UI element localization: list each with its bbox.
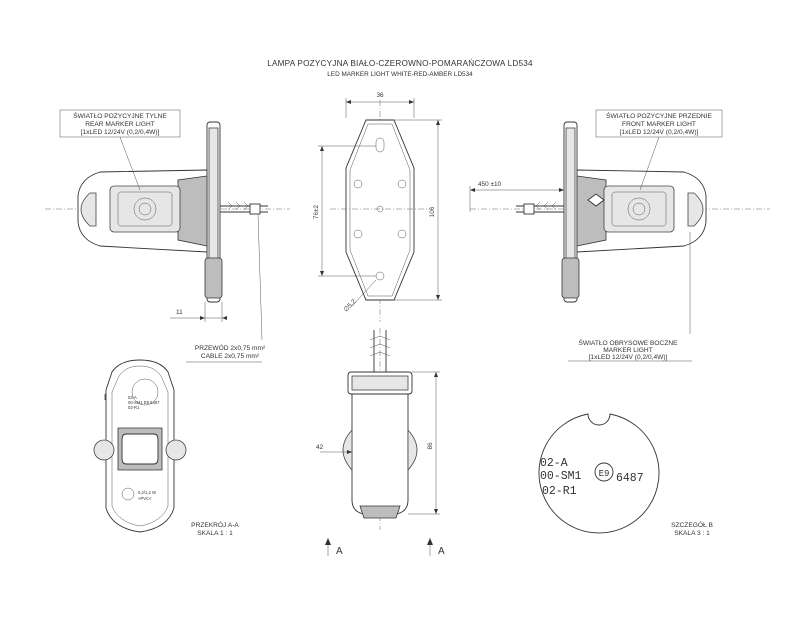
left-lens xyxy=(117,191,173,227)
rear-label: ŚWIATŁO POZYCYJNE TYLNE REAR MARKER LIGH… xyxy=(59,109,181,191)
front-label: ŚWIATŁO POZYCYJNE PRZEDNIE FRONT MARKER … xyxy=(595,109,723,191)
center-housing-inner xyxy=(349,123,411,297)
section-marking-power: 0,2/1,2 W xyxy=(138,490,156,495)
bottom-mount-inner xyxy=(351,375,409,391)
left-side-view: 11 xyxy=(45,121,290,322)
section-a-a-view: B 02-A 00-SM1 E9 6487 02-R1 0,2/1,2 W >P… xyxy=(93,359,239,537)
detail-marking-line3: 02-R1 xyxy=(542,485,577,498)
center-bottom-view: 42 86 A A xyxy=(316,328,445,557)
left-led xyxy=(138,202,152,216)
center-top-view: 36 76±2 106 ∅5,2 xyxy=(313,92,442,322)
detail-approval-mark: E9 xyxy=(599,469,610,479)
right-cable-ribs xyxy=(535,201,557,211)
rear-label-pl: ŚWIATŁO POZYCYJNE TYLNE xyxy=(73,111,167,120)
section-marker-a-right: A xyxy=(438,546,445,557)
right-base xyxy=(561,257,580,299)
section-led-chamber xyxy=(121,433,159,465)
rear-leader-line xyxy=(119,136,141,191)
right-dome xyxy=(687,192,704,227)
section-marking-line1: 02-A xyxy=(128,395,137,400)
right-led-ring xyxy=(627,197,651,221)
left-arm-connector xyxy=(177,175,208,247)
left-cable-plug xyxy=(249,203,261,215)
bottom-side-dome-left xyxy=(342,428,353,472)
rear-label-spec: [1xLED 12/24V (0,2/0,4W)] xyxy=(81,129,160,136)
detail-b-view: 02-A 00-SM1 02-R1 E9 6487 SZCZEGÓŁ B SKA… xyxy=(538,413,713,537)
bottom-cable xyxy=(373,330,387,372)
left-dome xyxy=(80,192,97,227)
drawing-subtitle: LED MARKER LIGHT WHITE-RED-AMBER LD534 xyxy=(327,71,473,78)
section-scale: SKALA 1 : 1 xyxy=(197,530,233,537)
section-marker-a-left: A xyxy=(336,546,343,557)
dim-hole-diameter: ∅5,2 xyxy=(342,298,357,313)
dim-arm-length: 450 ±10 xyxy=(478,181,501,188)
dim-width-bottom: 42 xyxy=(316,444,324,451)
dim-mount-thickness: 11 xyxy=(176,309,183,316)
dim-height-total: 106 xyxy=(429,206,436,217)
center-top-slot xyxy=(375,137,385,153)
section-marking-material: >PVC< xyxy=(138,496,152,501)
side-label: ŚWIATŁO OBRYSOWE BOCZNE MARKER LIGHT [1x… xyxy=(568,232,692,362)
front-label-en: FRONT MARKER LIGHT xyxy=(622,121,696,128)
cable-leader-line xyxy=(257,213,263,341)
section-detail-b-circle xyxy=(131,378,159,406)
left-led-ring xyxy=(133,197,157,221)
drawing-title: LAMPA POZYCYJNA BIAŁO-CZEROWNO-POMARAŃCZ… xyxy=(267,58,533,68)
cable-label-en: CABLE 2x0,75 mm² xyxy=(201,353,260,360)
right-lens-housing xyxy=(603,185,675,233)
section-inner-outline xyxy=(111,365,169,527)
center-hole-bl xyxy=(353,229,363,239)
right-cable-plug xyxy=(523,203,535,215)
bottom-lamp-body xyxy=(351,393,409,515)
detail-marking-line2: 00-SM1 xyxy=(540,470,582,483)
bottom-side-dome-right xyxy=(407,428,418,472)
side-label-en: MARKER LIGHT xyxy=(603,347,652,354)
left-cable-ribs xyxy=(227,201,249,211)
cable-label: PRZEWÓD 2x0,75 mm² CABLE 2x0,75 mm² xyxy=(186,213,266,363)
center-hole-tl xyxy=(353,179,363,189)
dim-hole-spacing: 76±2 xyxy=(313,204,320,219)
right-led xyxy=(632,202,646,216)
section-side-dome-right xyxy=(165,439,187,461)
dim-height-bottom: 86 xyxy=(427,442,434,450)
right-arm-connector xyxy=(576,175,607,247)
detail-approval-circle xyxy=(594,462,614,482)
side-label-spec: [1xLED 12/24V (0,2/0,4W)] xyxy=(589,354,668,361)
rear-label-en: REAR MARKER LIGHT xyxy=(85,121,155,128)
detail-marking-line1: 02-A xyxy=(540,457,568,470)
section-side-dome-left xyxy=(93,439,115,461)
right-side-view: 450 ±10 xyxy=(469,121,770,303)
detail-title: SZCZEGÓŁ B xyxy=(671,520,713,529)
side-label-pl: ŚWIATŁO OBRYSOWE BOCZNE xyxy=(578,338,678,347)
center-housing-outline xyxy=(345,119,415,301)
left-lens-housing xyxy=(109,185,181,233)
section-title: PRZEKRÓJ A-A xyxy=(191,520,239,529)
section-marking-line3: 02-R1 xyxy=(128,405,140,410)
center-hole-br xyxy=(397,229,407,239)
bottom-front-lens xyxy=(359,505,401,519)
front-leader-line xyxy=(639,136,660,191)
front-label-pl: ŚWIATŁO POZYCYJNE PRZEDNIE xyxy=(606,111,712,120)
right-diamond-marker xyxy=(587,193,605,207)
detail-scale: SKALA 3 : 1 xyxy=(674,530,710,537)
right-lens xyxy=(611,191,667,227)
center-hole-tr xyxy=(397,179,407,189)
cable-label-pl: PRZEWÓD 2x0,75 mm² xyxy=(195,343,266,352)
dim-width-top: 36 xyxy=(376,92,384,99)
section-marking-line2: 00-SM1 E9 6487 xyxy=(128,400,160,405)
section-recycle-mark xyxy=(121,487,135,501)
bottom-cable-ribs xyxy=(369,335,391,357)
detail-approval-number: 6487 xyxy=(616,472,644,485)
front-label-spec: [1xLED 12/24V (0,2/0,4W)] xyxy=(620,129,699,136)
left-base xyxy=(204,257,223,299)
